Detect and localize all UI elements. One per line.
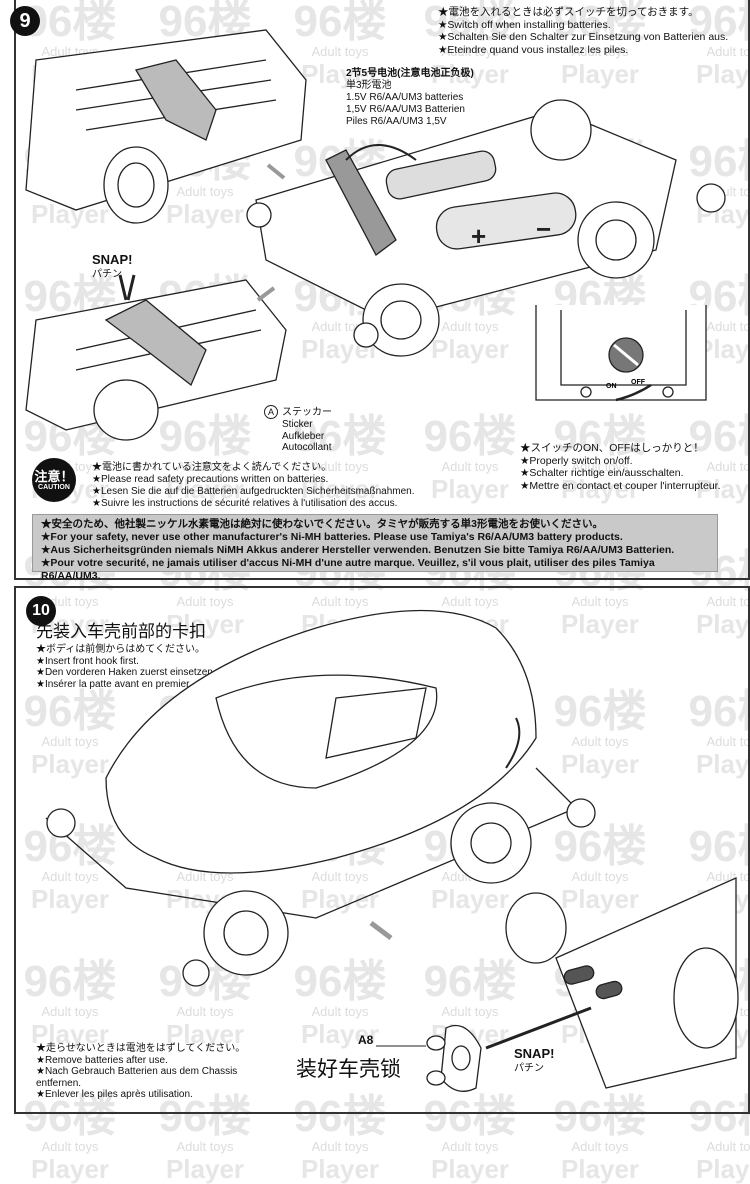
watermark-text: Adult toys [41,1139,99,1154]
note-line: ★走らせないときは電池をはずしてください。 [36,1043,246,1054]
watermark-text: Player [300,1154,380,1184]
part-label-a8: A8 [358,1033,374,1047]
watermark-text: Player [430,1154,510,1184]
caution-text: ★電池に書かれている注意文をよく読んでください。 ★Please read sa… [92,462,415,510]
switch-check-note: ★スイッチのON、OFFはしっかりと！ ★Properly switch on/… [520,442,721,492]
watermark-text: Adult toys [311,1139,369,1154]
note-line: entfernen. [36,1077,82,1089]
battery-label-line: 2节5号电池(注意电池正负极) [346,68,474,79]
note-line: ★Properly switch on/off. [520,454,633,467]
instruction-line: ★ボディは前側からはめてください。 [36,644,205,655]
watermark-text: Adult toys [176,1139,234,1154]
note-line: ★電池を入れるときは必ずスイッチを切っておきます。 [438,6,699,18]
note-line: ★Nach Gebrauch Batterien aus dem Chassis [36,1066,238,1077]
instruction-line: ★Den vorderen Haken zuerst einsetzen. [36,667,216,678]
lock-title: 装好车壳锁 [296,1058,401,1081]
note-line: ★Mettre en contact et couper l'interrupt… [520,479,721,492]
sticker-marker-icon: A [264,405,278,419]
sticker-label: A ステッカー Sticker Aufkleber Autocollant [264,405,332,454]
watermark-text: Adult toys [571,1139,629,1154]
note-line: ★Remove batteries after use. [36,1054,168,1066]
step-10-panel: 10 先装入车壳前部的卡扣 ★ボディは前側からはめてください。 ★Insert … [14,586,750,1114]
svg-text:+: + [471,221,486,251]
note-line: ★Eteindre quand vous installez les piles… [438,43,629,56]
note-line: ★Schalter richtige ein/ausschalten. [520,467,684,479]
watermark-text: Player [30,1154,110,1184]
snap-label: SNAP! パチン [514,1046,554,1076]
caution-badge: 注意！ CAUTION [32,458,76,502]
caution-line: ★Suivre les instructions de sécurité rel… [92,498,398,509]
remove-batteries-note: ★走らせないときは電池をはずしてください。 ★Remove batteries … [36,1043,245,1101]
svg-text:−: − [536,214,551,244]
switch-off-note: ★電池を入れるときは必ずスイッチを切っておきます。 ★Switch off wh… [438,6,728,56]
sticker-line: Sticker [282,419,313,430]
battery-label-line: 1,5V R6/AA/UM3 Batterien [346,104,465,115]
chassis-illustration: + − ON OFF [25,29,726,441]
note-line: ★Switch off when installing batteries. [438,18,611,31]
note-line: ★Enlever les piles après utilisation. [36,1089,193,1100]
sticker-line: ステッカー [282,407,332,418]
warning-line: ★Aus Sicherheitsgründen niemals NiMH Akk… [41,544,675,556]
car-body-illustration [45,609,739,1092]
caution-badge-en: CAUTION [38,483,70,491]
step-9-panel: 9 ★電池を入れるときは必ずスイッチを切っておきます。 ★Switch off … [10,0,750,582]
watermark-text: Adult toys [441,1139,499,1154]
step-10-instructions: ★ボディは前側からはめてください。 ★Insert front hook fir… [36,644,216,690]
note-line: ★Schalten Sie den Schalter zur Einsetzun… [438,31,729,43]
instruction-line: ★Insert front hook first. [36,655,139,667]
sticker-line: Aufkleber [282,430,325,442]
caution-line: ★Please read safety precautions written … [92,474,329,485]
battery-label-line: 単3形電池 [346,80,392,91]
watermark-text: Player [560,1154,640,1184]
snap-text-jp: パチン [514,1063,544,1074]
snap-text: SNAP! [514,1046,555,1061]
sticker-line: Autocollant [282,442,332,453]
caution-line: ★電池に書かれている注意文をよく読んでください。 [92,462,332,473]
caution-line: ★Lesen Sie die auf die Batterien aufgedr… [92,486,415,497]
step-number-9: 9 [10,6,40,36]
warning-line: ★安全のため、他社製ニッケル水素電池は絶対に使わないでください。タミヤが販売する… [41,518,604,530]
watermark-text: Adult toys [706,1139,750,1154]
snap-text-jp: パチン [92,269,122,280]
snap-label: SNAP! パチン [92,252,132,282]
caution-badge-jp: 注意！ [34,468,74,484]
step-10-title: 先装入车壳前部的卡扣 [36,622,206,641]
battery-warning-band: ★安全のため、他社製ニッケル水素電池は絶対に使わないでください。タミヤが販売する… [32,514,718,582]
switch-off-label: OFF [631,379,646,386]
switch-on-label: ON [606,383,617,390]
warning-line: ★Pour votre securité, ne jamais utiliser… [41,557,655,582]
battery-label: 2节5号电池(注意电池正负极) 単3形電池 1.5V R6/AA/UM3 bat… [346,68,474,128]
watermark-text: Player [695,1154,750,1184]
instruction-line: ★Insérer la patte avant en premier. [36,678,192,690]
note-line: ★スイッチのON、OFFはしっかりと！ [520,442,704,454]
step-number-10: 10 [26,596,56,626]
snap-text: SNAP! [92,252,133,267]
watermark-text: Player [165,1154,245,1184]
warning-line: ★For your safety, never use other manufa… [41,531,623,543]
battery-label-line: 1.5V R6/AA/UM3 batteries [346,92,464,103]
battery-label-line: Piles R6/AA/UM3 1,5V [346,116,447,127]
